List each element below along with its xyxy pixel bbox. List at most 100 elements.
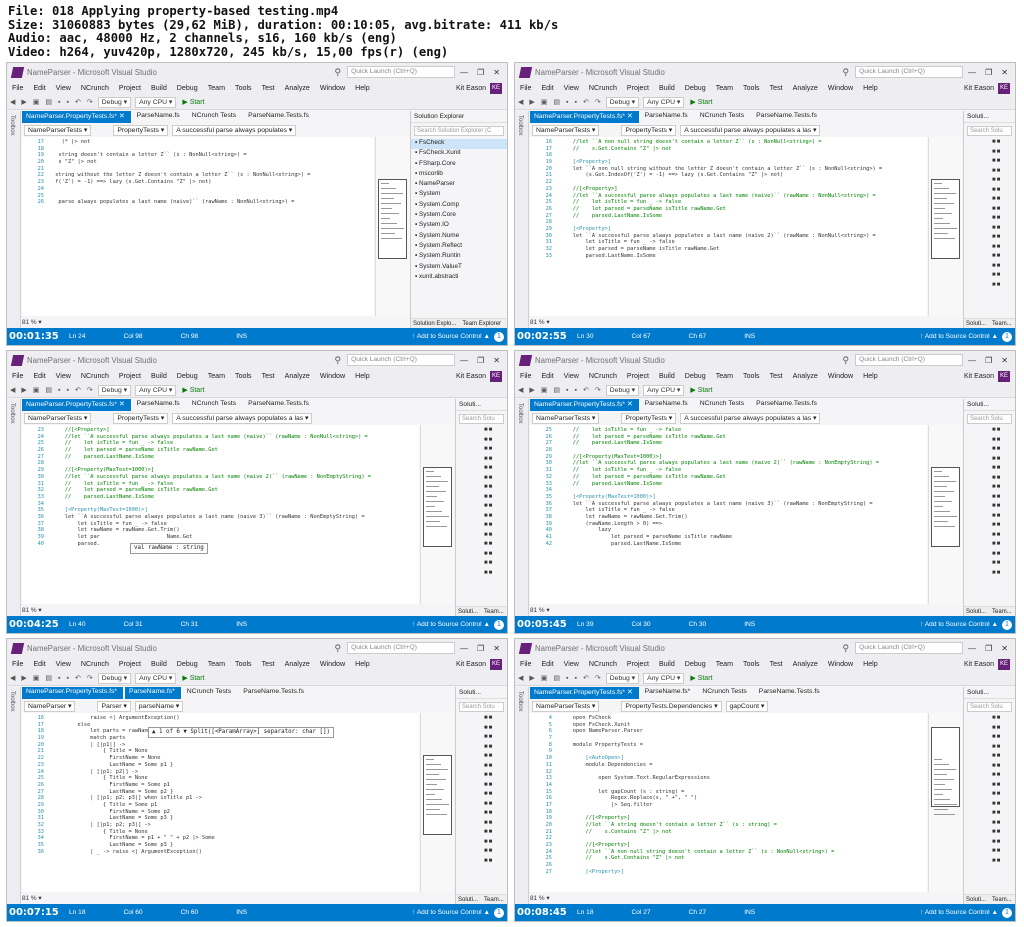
open-icon[interactable]: ▤: [45, 675, 53, 682]
menu-item-tools[interactable]: Tools: [235, 660, 252, 668]
namespace-dropdown[interactable]: NameParserTests ▾: [532, 412, 600, 424]
menu-item-help[interactable]: Help: [863, 372, 878, 380]
save-icon[interactable]: ▪: [566, 674, 569, 682]
namespace-dropdown[interactable]: NameParserTests ▾: [24, 124, 92, 136]
zoom-level[interactable]: 81 % ▾: [22, 895, 42, 902]
menu-item-analyze[interactable]: Analyze: [284, 372, 310, 380]
menu-item-team[interactable]: Team: [715, 660, 734, 668]
minimize-icon[interactable]: —: [968, 67, 977, 77]
code-minimap[interactable]: [375, 137, 409, 316]
start-button[interactable]: ▶ Start: [690, 675, 713, 682]
menu-item-project[interactable]: Project: [118, 84, 141, 92]
document-tab[interactable]: ParseName.Tests.fs: [243, 688, 305, 695]
menu-item-window[interactable]: Window: [319, 84, 346, 92]
solution-explorer-title[interactable]: Soluti...: [964, 111, 1015, 123]
toolbox-strip[interactable]: Toolbox: [515, 111, 529, 328]
filter-icon[interactable]: ⚲: [334, 66, 342, 77]
menu-item-window[interactable]: Window: [827, 372, 854, 380]
notification-icon[interactable]: 1: [494, 619, 504, 630]
menu-item-edit[interactable]: Edit: [541, 372, 554, 380]
notification-icon[interactable]: 1: [494, 907, 504, 918]
panel-tab[interactable]: Team...: [484, 608, 504, 615]
menu-item-ncrunch[interactable]: NCrunch: [80, 372, 109, 380]
save-all-icon[interactable]: ▪: [66, 98, 69, 106]
member-dropdown[interactable]: A successful parse always populates a la…: [172, 412, 313, 424]
redo-icon[interactable]: ↷: [594, 675, 601, 682]
start-button[interactable]: ▶ Start: [182, 387, 205, 394]
redo-icon[interactable]: ↷: [86, 99, 93, 106]
close-icon[interactable]: ✕: [1001, 643, 1008, 653]
toolbox-strip[interactable]: Toolbox: [515, 399, 529, 616]
panel-tab[interactable]: Team Explorer: [462, 320, 502, 327]
back-icon[interactable]: ◀: [10, 99, 16, 106]
document-tab[interactable]: NCrunch Tests: [702, 688, 747, 695]
zoom-level[interactable]: 81 % ▾: [22, 607, 42, 614]
menu-item-help[interactable]: Help: [863, 660, 878, 668]
menu-item-edit[interactable]: Edit: [541, 660, 554, 668]
menu-item-tools[interactable]: Tools: [743, 372, 760, 380]
close-icon[interactable]: ✕: [493, 355, 500, 365]
open-icon[interactable]: ▤: [553, 387, 561, 394]
notification-icon[interactable]: 1: [1002, 907, 1012, 918]
platform-dropdown[interactable]: Any CPU ▾: [135, 96, 177, 108]
menu-item-team[interactable]: Team: [207, 372, 226, 380]
panel-tab[interactable]: Team...: [992, 608, 1012, 615]
code-minimap[interactable]: [928, 713, 962, 892]
undo-icon[interactable]: ↶: [75, 387, 81, 394]
menu-item-test[interactable]: Test: [261, 660, 275, 668]
close-icon[interactable]: ✕: [493, 643, 500, 653]
document-tab[interactable]: ParseName.Tests.fs: [248, 400, 309, 407]
zoom-level[interactable]: 81 % ▾: [530, 319, 550, 326]
document-tab[interactable]: ParseName.fs: [644, 112, 688, 119]
menu-item-window[interactable]: Window: [319, 660, 346, 668]
document-tab[interactable]: NameParser.PropertyTests.fs*: [22, 687, 124, 699]
user-name[interactable]: Kit Eason: [456, 84, 486, 92]
add-to-source-control-button[interactable]: ↑ Add to Source Control ▲: [412, 909, 490, 916]
type-dropdown[interactable]: PropertyTests ▾: [113, 412, 169, 424]
solution-tree-item[interactable]: ▪ System.Reflect: [411, 242, 507, 252]
notification-icon[interactable]: 1: [494, 331, 504, 342]
solution-tree-item[interactable]: ▪ NameParser: [411, 180, 507, 190]
new-project-icon[interactable]: ▣: [540, 99, 548, 106]
document-tab[interactable]: ParseName.fs*: [125, 687, 181, 699]
user-avatar[interactable]: KE: [490, 82, 502, 94]
type-dropdown[interactable]: PropertyTests ▾: [621, 412, 677, 424]
toolbox-strip[interactable]: Toolbox: [7, 399, 21, 616]
menu-item-debug[interactable]: Debug: [684, 372, 706, 380]
open-icon[interactable]: ▤: [45, 387, 53, 394]
panel-tab[interactable]: Soluti...: [966, 320, 987, 327]
configuration-dropdown[interactable]: Debug ▾: [97, 672, 132, 684]
menu-item-view[interactable]: View: [563, 660, 579, 668]
menu-item-analyze[interactable]: Analyze: [284, 84, 310, 92]
start-button[interactable]: ▶ Start: [690, 387, 713, 394]
solution-explorer-title[interactable]: Soluti...: [456, 687, 507, 699]
solution-tree-item[interactable]: ▪ FsCheck: [411, 139, 507, 150]
quick-launch-input[interactable]: Quick Launch (Ctrl+Q): [855, 642, 964, 654]
forward-icon[interactable]: ▶: [21, 387, 27, 394]
save-all-icon[interactable]: ▪: [66, 674, 69, 682]
solution-search-input[interactable]: Search Solu: [459, 414, 504, 424]
filter-icon[interactable]: ⚲: [842, 642, 850, 653]
menu-item-test[interactable]: Test: [769, 84, 783, 92]
redo-icon[interactable]: ↷: [594, 99, 601, 106]
platform-dropdown[interactable]: Any CPU ▾: [643, 672, 685, 684]
save-icon[interactable]: ▪: [58, 674, 61, 682]
menu-item-ncrunch[interactable]: NCrunch: [588, 84, 617, 92]
document-tab[interactable]: ParseName.Tests.fs: [756, 112, 817, 119]
start-button[interactable]: ▶ Start: [690, 99, 713, 106]
new-project-icon[interactable]: ▣: [540, 675, 548, 682]
zoom-level[interactable]: 81 % ▾: [530, 895, 550, 902]
panel-tab[interactable]: Solution Explo...: [413, 320, 457, 327]
minimize-icon[interactable]: —: [968, 643, 977, 653]
undo-icon[interactable]: ↶: [75, 99, 81, 106]
menu-item-debug[interactable]: Debug: [684, 660, 706, 668]
menu-item-project[interactable]: Project: [118, 660, 141, 668]
menu-item-build[interactable]: Build: [151, 372, 167, 380]
menu-item-window[interactable]: Window: [319, 372, 346, 380]
document-tab[interactable]: NameParser.PropertyTests.fs* ✕: [530, 399, 639, 411]
back-icon[interactable]: ◀: [10, 387, 16, 394]
solution-tree-item[interactable]: ▪ System.Core: [411, 211, 507, 221]
solution-explorer-title[interactable]: Soluti...: [964, 687, 1015, 699]
code-minimap[interactable]: [420, 425, 454, 604]
